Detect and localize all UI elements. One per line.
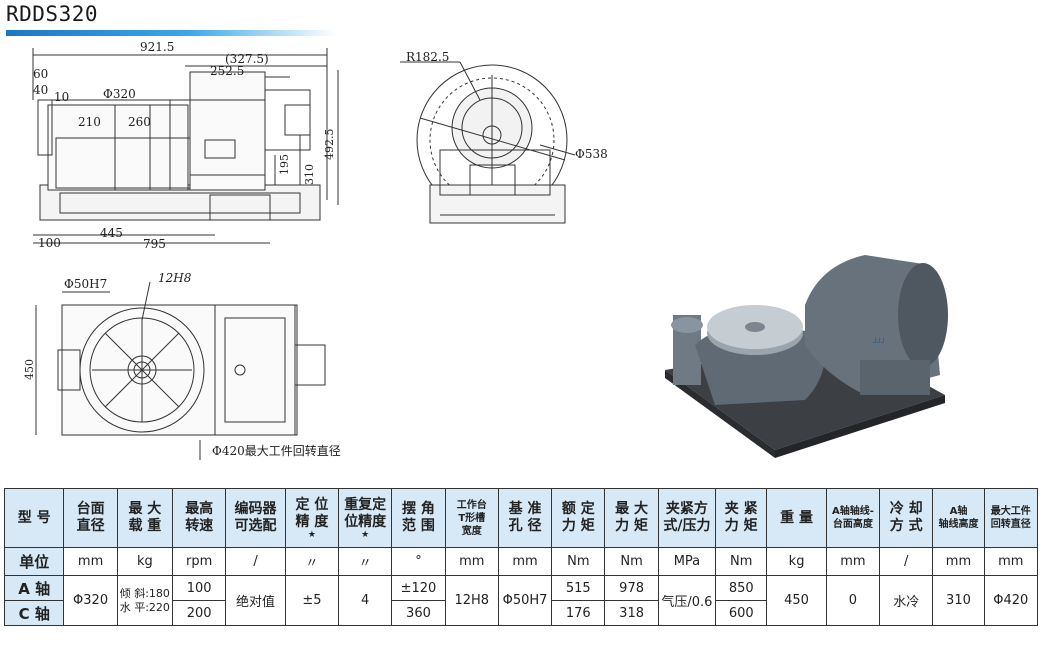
cell-encoder: 绝对值 xyxy=(225,575,286,626)
header-encoder: 编码器可选配 xyxy=(225,488,286,548)
header-axis-height: A轴轴线高度 xyxy=(932,488,985,548)
dim-10: 10 xyxy=(54,90,69,104)
dim-100: 100 xyxy=(38,236,61,250)
side-view-drawing xyxy=(32,48,339,244)
header-max-load: 最 大载 重 xyxy=(116,488,174,548)
cell-tslot: 12H8 xyxy=(444,575,499,626)
unit-cell: mm xyxy=(983,547,1039,576)
c-axis-label: C 轴 xyxy=(3,600,65,626)
cell-diameter: Φ320 xyxy=(63,575,118,626)
product-photo: ᴊᴊᴊ xyxy=(665,255,948,458)
cell-a-height: 0 xyxy=(825,575,881,626)
cell-c-rated: 176 xyxy=(551,600,606,626)
header-row: 型 号 台面直径 最 大载 重 最高转速 编码器可选配 定 位精 度★ 重复定位… xyxy=(3,488,1039,548)
dim-195: 195 xyxy=(278,154,291,175)
cell-weight: 450 xyxy=(766,575,827,626)
page-title: RDDS320 xyxy=(6,2,99,26)
dim-450: 450 xyxy=(23,359,36,380)
dim-260: 260 xyxy=(128,115,151,129)
dim-210: 210 xyxy=(78,115,101,129)
spec-table: 型 号 台面直径 最 大载 重 最高转速 编码器可选配 定 位精 度★ 重复定位… xyxy=(3,488,1039,626)
cell-c-speed: 200 xyxy=(172,600,227,626)
unit-cell: kg xyxy=(766,547,827,576)
unit-cell: 〃 xyxy=(338,547,393,576)
dim-phi420-note: Φ420最大工件回转直径 xyxy=(212,443,341,458)
cell-a-speed: 100 xyxy=(172,575,227,601)
cell-rep-accuracy: 4 xyxy=(338,575,393,626)
unit-cell: / xyxy=(879,547,934,576)
cell-pos-accuracy: ±5 xyxy=(284,575,340,626)
header-swing-range: 摆 角范 围 xyxy=(391,488,446,548)
units-label: 单位 xyxy=(3,547,65,576)
header-model: 型 号 xyxy=(3,488,65,548)
brand-logo: ᴊᴊᴊ xyxy=(873,335,885,346)
header-cooling: 冷 却方 式 xyxy=(879,488,934,548)
unit-cell: MPa xyxy=(657,547,717,576)
header-repeat-accuracy: 重复定位精度★ xyxy=(338,488,393,548)
dim-327: (327.5) xyxy=(225,52,269,66)
unit-cell: mm xyxy=(63,547,118,576)
units-row: 单位 mm kg rpm / 〃 〃 ° mm mm Nm Nm MPa Nm … xyxy=(3,547,1039,576)
dim-795: 795 xyxy=(143,237,166,251)
unit-cell: Nm xyxy=(715,547,768,576)
cell-a-max: 978 xyxy=(604,575,659,601)
unit-cell: / xyxy=(225,547,286,576)
header-weight: 重 量 xyxy=(766,488,827,548)
cell-bore: Φ50H7 xyxy=(497,575,553,626)
unit-cell: mm xyxy=(444,547,499,576)
unit-cell: Nm xyxy=(604,547,659,576)
cell-c-clamp-torque: 600 xyxy=(715,600,768,626)
a-axis-label: A 轴 xyxy=(3,575,65,601)
unit-cell: mm xyxy=(825,547,881,576)
cell-axis-height: 310 xyxy=(932,575,985,626)
cell-clamp: 气压/0.6 xyxy=(657,575,717,626)
technical-drawings: 921.5 (327.5) 252.5 60 40 10 Φ320 210 26… xyxy=(23,40,608,460)
header-a-axis-table-height: A轴轴线-台面高度 xyxy=(825,488,881,548)
cell-max-work: Φ420 xyxy=(983,575,1039,626)
dim-492: 492.5 xyxy=(323,129,336,161)
cell-a-swing: ±120 xyxy=(391,575,446,601)
cell-c-max: 318 xyxy=(604,600,659,626)
header-max-speed: 最高转速 xyxy=(172,488,227,548)
dim-phi538: Φ538 xyxy=(575,147,608,161)
header-clamp-method: 夹紧方式/压力 xyxy=(657,488,717,548)
dim-r182: R182.5 xyxy=(406,50,449,64)
dim-60: 60 xyxy=(33,67,48,81)
unit-cell: kg xyxy=(116,547,174,576)
unit-cell: Nm xyxy=(551,547,606,576)
dim-phi50: Φ50H7 xyxy=(64,277,107,291)
dim-310: 310 xyxy=(303,164,316,185)
header-positioning-accuracy: 定 位精 度★ xyxy=(284,488,340,548)
unit-cell: rpm xyxy=(172,547,227,576)
unit-cell: ° xyxy=(391,547,446,576)
cell-a-rated: 515 xyxy=(551,575,606,601)
dim-total-length: 921.5 xyxy=(140,40,174,54)
cell-cooling: 水冷 xyxy=(879,575,934,626)
dim-phi320: Φ320 xyxy=(103,87,136,101)
header-max-workpiece: 最大工件回转直径 xyxy=(983,488,1039,548)
unit-cell: 〃 xyxy=(284,547,340,576)
title-underline xyxy=(6,30,336,36)
dim-252: 252.5 xyxy=(210,64,244,78)
unit-cell: mm xyxy=(497,547,553,576)
top-view-drawing xyxy=(35,281,326,460)
unit-cell: mm xyxy=(932,547,985,576)
header-max-torque: 最 大力 矩 xyxy=(604,488,659,548)
header-reference-bore: 基 准孔 径 xyxy=(497,488,553,548)
dim-40: 40 xyxy=(33,83,48,97)
dim-445: 445 xyxy=(100,226,123,240)
dim-12h8: 12H8 xyxy=(158,271,192,285)
header-clamp-torque: 夹 紧力 矩 xyxy=(715,488,768,548)
header-table-diameter: 台面直径 xyxy=(63,488,118,548)
cell-c-swing: 360 xyxy=(391,600,446,626)
header-rated-torque: 额 定力 矩 xyxy=(551,488,606,548)
cell-a-clamp-torque: 850 xyxy=(715,575,768,601)
c-axis-row: C 轴 200 360 176 318 600 xyxy=(3,600,1038,626)
front-view-drawing xyxy=(400,61,576,224)
